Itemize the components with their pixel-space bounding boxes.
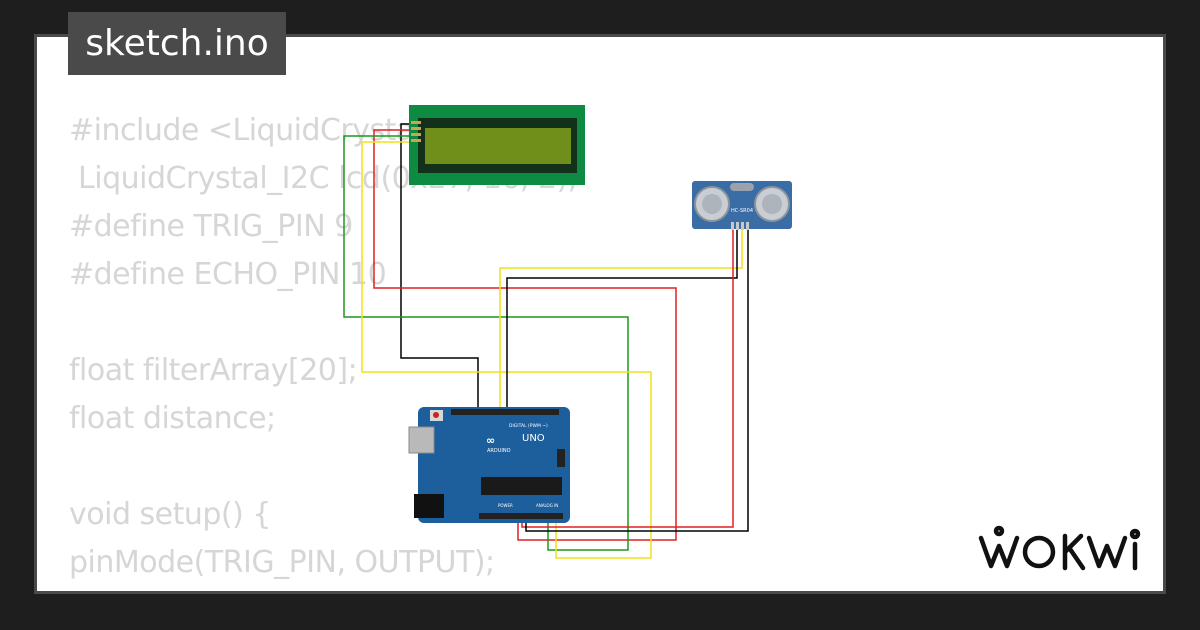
sensor-model-label: HC-SR04: [731, 208, 753, 214]
code-line: #define ECHO_PIN 10: [69, 257, 387, 292]
file-name-tag[interactable]: sketch.ino: [68, 12, 286, 75]
arduino-uno-board[interactable]: DIGITAL (PWM ~) ∞ UNO ARDUINO POWER ANAL…: [408, 407, 570, 523]
code-line: #define TRIG_PIN 9: [69, 209, 353, 244]
lcd-display[interactable]: [409, 105, 585, 185]
wires: [343, 123, 749, 559]
wire-red-lcd-vcc[interactable]: [373, 129, 677, 541]
lcd-screen: [425, 128, 571, 164]
lcd-pins: [411, 121, 421, 142]
wire-yellow-trig[interactable]: [499, 228, 743, 412]
code-line: float distance;: [69, 401, 276, 436]
power-jack: [414, 494, 444, 518]
ultrasonic-sensor[interactable]: HC-SR04: [692, 181, 792, 230]
analog-label: ANALOG IN: [536, 503, 558, 508]
board-brand-label: ARDUINO: [487, 448, 511, 454]
code-line: float filterArray[20];: [69, 353, 358, 388]
digital-header: [451, 409, 559, 415]
usb-port: [408, 426, 435, 454]
wokwi-logo: [978, 525, 1141, 571]
sensor-crystal: [730, 183, 754, 191]
digital-label: DIGITAL (PWM ~): [509, 423, 548, 429]
code-line: pinMode(TRIG_PIN, OUTPUT);: [69, 545, 495, 580]
wire-black-sensor-gnd[interactable]: [525, 228, 749, 532]
canvas-card: #include <LiquidCrystal_I2C.h> LiquidCry…: [34, 34, 1166, 594]
icsp-header: [557, 449, 565, 467]
wire-black-lcd-gnd[interactable]: [400, 123, 479, 412]
arduino-infinity-icon: ∞: [486, 434, 495, 447]
wire-black-echo[interactable]: [506, 228, 738, 412]
code-line: void setup() {: [69, 497, 271, 532]
wire-green-lcd-sda[interactable]: [343, 135, 629, 551]
power-label: POWER: [498, 503, 513, 508]
board-model-label: UNO: [522, 433, 545, 444]
power-analog-header: [479, 513, 563, 519]
wire-yellow-lcd-scl[interactable]: [361, 141, 652, 559]
sensor-pins: [731, 222, 749, 230]
microcontroller-chip: [481, 477, 562, 495]
